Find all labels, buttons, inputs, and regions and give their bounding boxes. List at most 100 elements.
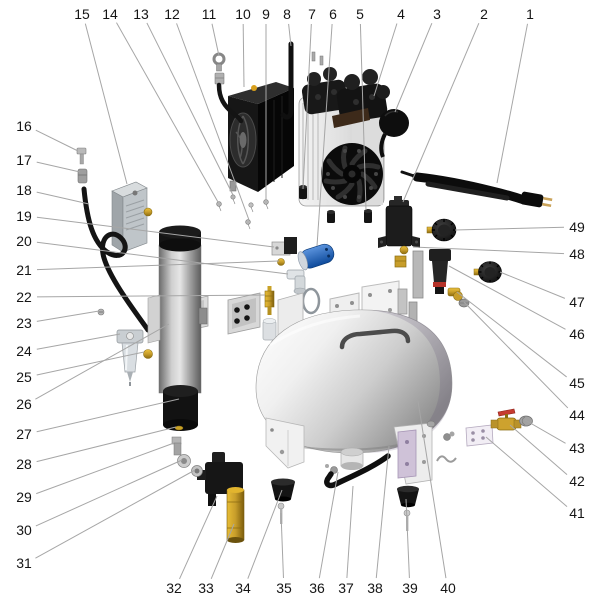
callout-number-36: 36 xyxy=(309,580,325,596)
air-tank xyxy=(255,309,453,454)
plug-prong xyxy=(542,202,552,208)
callout-number-41: 41 xyxy=(569,505,585,521)
leader-line-23 xyxy=(36,310,100,322)
leader-line-41 xyxy=(485,436,568,507)
small-screw xyxy=(97,308,105,316)
callout-number-8: 8 xyxy=(283,6,291,22)
callout-number-16: 16 xyxy=(16,118,32,134)
pressure-switch xyxy=(378,196,420,268)
start-capacitor xyxy=(297,243,335,271)
regulator-red-band xyxy=(433,282,446,287)
callout-number-45: 45 xyxy=(569,375,585,391)
leader-line-43 xyxy=(524,419,566,444)
callout-number-11: 11 xyxy=(202,6,217,22)
leader-line-39 xyxy=(405,498,410,579)
fan-radiator-box xyxy=(228,82,294,192)
callout-number-3: 3 xyxy=(433,6,441,22)
callout-number-21: 21 xyxy=(16,262,32,278)
pump-motor-assembly xyxy=(298,67,409,223)
tank-handle xyxy=(339,328,411,350)
callout-number-25: 25 xyxy=(16,369,32,385)
leader-line-25 xyxy=(36,351,145,376)
leader-line-35 xyxy=(280,512,284,579)
valve-red-handle xyxy=(497,408,516,417)
brass-fitting xyxy=(143,349,153,359)
callout-number-6: 6 xyxy=(329,6,337,22)
leader-line-20 xyxy=(36,241,289,275)
callout-number-9: 9 xyxy=(262,6,270,22)
callout-number-38: 38 xyxy=(367,580,383,596)
cooling-fan xyxy=(321,143,383,205)
tank-foot-bracket-left xyxy=(265,417,305,469)
callout-number-18: 18 xyxy=(16,182,32,198)
leader-line-36 xyxy=(318,471,339,579)
ring-nut xyxy=(177,454,191,468)
callout-number-20: 20 xyxy=(16,233,32,249)
sleeve-fitting xyxy=(77,168,88,184)
outlet-elbow xyxy=(286,269,307,295)
adjustment-knob xyxy=(473,261,502,283)
callout-number-31: 31 xyxy=(16,555,32,571)
leader-line-24 xyxy=(36,333,121,350)
lavender-bracket xyxy=(397,429,417,479)
brass-fitting xyxy=(143,207,153,217)
ring-nut xyxy=(191,465,203,477)
callout-number-29: 29 xyxy=(16,489,32,505)
callout-number-42: 42 xyxy=(569,473,585,489)
leader-line-4 xyxy=(373,23,398,97)
callout-number-39: 39 xyxy=(402,580,418,596)
leader-line-15 xyxy=(84,23,128,185)
callout-number-22: 22 xyxy=(16,289,32,305)
leader-line-28 xyxy=(36,426,177,463)
leader-line-49 xyxy=(454,226,565,231)
drain-assembly xyxy=(325,447,364,474)
callout-number-5: 5 xyxy=(356,6,364,22)
leader-line-34 xyxy=(247,489,283,579)
clamp-ring xyxy=(301,287,321,315)
leader-line-10 xyxy=(242,23,245,88)
leader-line-33 xyxy=(210,523,235,580)
leader-line-2 xyxy=(402,22,480,203)
callout-number-14: 14 xyxy=(102,6,118,22)
leader-line-30 xyxy=(35,459,183,527)
callout-number-15: 15 xyxy=(74,6,90,22)
looping-cable xyxy=(81,186,151,333)
callout-number-1: 1 xyxy=(526,6,534,22)
leader-line-1 xyxy=(496,23,528,184)
solenoid-drain-valve xyxy=(197,452,245,543)
leader-line-29 xyxy=(36,442,175,495)
leader-line-44 xyxy=(463,301,569,409)
adjustment-knob xyxy=(426,218,457,242)
leader-lines xyxy=(35,22,569,580)
leader-line-8 xyxy=(288,23,292,47)
leader-line-46 xyxy=(448,265,566,330)
callout-number-34: 34 xyxy=(235,580,251,596)
callout-number-4: 4 xyxy=(397,6,405,22)
small-screws xyxy=(216,194,269,230)
discharge-pipe xyxy=(280,41,294,120)
callout-number-35: 35 xyxy=(276,580,292,596)
callout-number-32: 32 xyxy=(166,580,182,596)
radiator-hose xyxy=(216,82,244,124)
electrical-box xyxy=(111,181,153,253)
callout-number-48: 48 xyxy=(569,246,585,262)
power-cord xyxy=(400,170,553,208)
leader-line-19 xyxy=(36,216,275,248)
leader-line-32 xyxy=(179,495,218,580)
leader-line-26 xyxy=(35,323,170,400)
leader-line-18 xyxy=(36,191,90,205)
leader-line-13 xyxy=(146,22,234,196)
pressure-regulator xyxy=(429,249,470,308)
leader-line-47 xyxy=(499,271,566,299)
leader-line-31 xyxy=(35,469,196,559)
callout-number-24: 24 xyxy=(16,343,32,359)
terminal-block xyxy=(271,237,297,256)
plug-prong xyxy=(543,196,553,202)
leader-line-14 xyxy=(116,22,219,203)
leader-line-5 xyxy=(359,23,367,211)
callout-number-10: 10 xyxy=(235,6,251,22)
callout-number-28: 28 xyxy=(16,456,32,472)
leader-line-17 xyxy=(36,161,81,173)
callout-labels: 1234567891011121314151617181920212223242… xyxy=(16,6,585,596)
